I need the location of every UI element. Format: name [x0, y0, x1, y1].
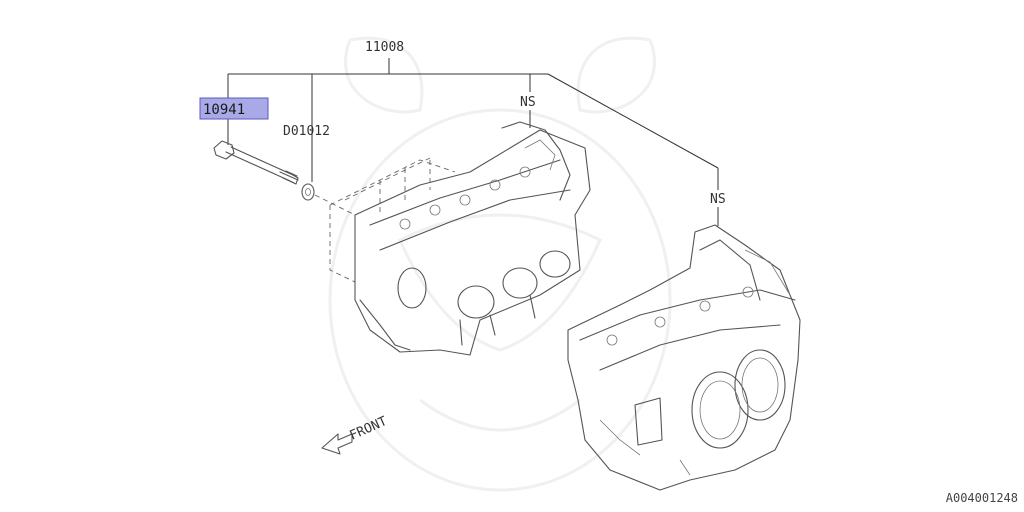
- callout-bolt-highlight[interactable]: 10941: [199, 97, 269, 120]
- washer-part[interactable]: [301, 183, 315, 201]
- bolt-part[interactable]: [213, 140, 299, 185]
- watermark: [328, 36, 672, 492]
- callout-bolt[interactable]: 10941: [203, 102, 245, 118]
- callout-assembly[interactable]: 11008: [365, 40, 404, 55]
- callout-washer[interactable]: D01012: [283, 124, 330, 139]
- bolt-highlight-box: [199, 97, 269, 120]
- leader-lines: [227, 58, 719, 226]
- callout-ns-lower[interactable]: NS: [710, 192, 726, 207]
- arrow-left-outline-icon: [321, 433, 353, 455]
- diagram-reference-id: A004001248: [946, 491, 1018, 505]
- lower-block-half[interactable]: [567, 224, 801, 491]
- callout-ns-upper[interactable]: NS: [520, 95, 536, 110]
- dashed-guides: [314, 157, 456, 283]
- upper-block-half[interactable]: [354, 121, 591, 356]
